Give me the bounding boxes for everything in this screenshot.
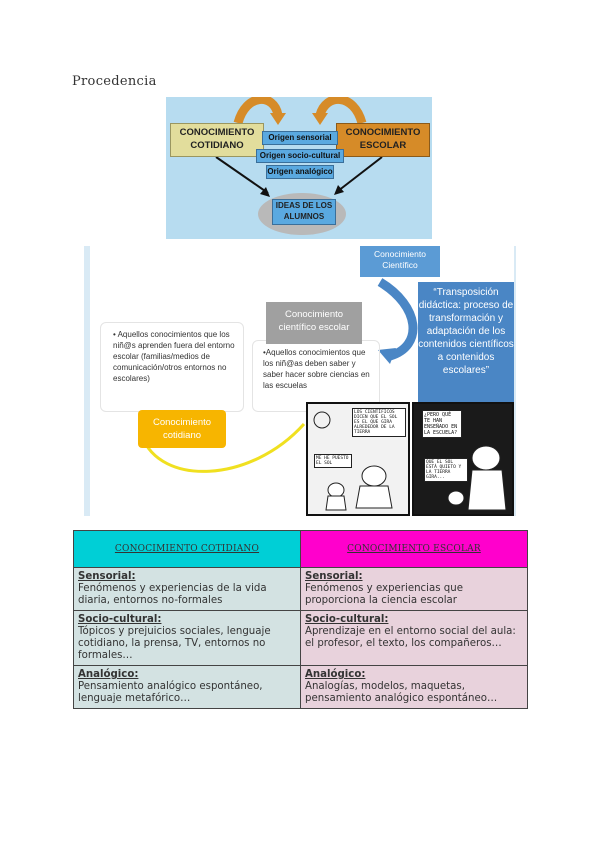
ideas-alumnos-box: IDEAS DE LOS ALUMNOS bbox=[272, 199, 336, 225]
arrow-tip-left bbox=[260, 187, 270, 197]
table-row: Sensorial: Fenómenos y experiencias de l… bbox=[73, 567, 528, 611]
cell-escolar-sensorial: Sensorial: Fenómenos y experiencias que … bbox=[300, 567, 528, 611]
knowledge-diagram: Conocimiento Científico “Transposición d… bbox=[84, 246, 516, 516]
diagram2-curves bbox=[140, 278, 418, 473]
transposicion-box: “Transposición didáctica: proceso de tra… bbox=[418, 282, 514, 422]
origin-diagram: CONOCIMIENTO COTIDIANO CONOCIMIENTO ESCO… bbox=[166, 97, 432, 239]
child-head-icon bbox=[327, 482, 345, 498]
cartoon-b-speech-1: ¿PERO QUÉ TE HAN ENSEÑADO EN LA ESCUELA? bbox=[422, 410, 462, 438]
cartoon-b-speech-2: QUE EL SOL ESTÁ QUIETO Y LA TIERRA GIRA.… bbox=[424, 458, 468, 482]
category-label: Socio-cultural: bbox=[78, 614, 162, 625]
cartoon-b-drawing bbox=[447, 445, 507, 511]
curved-arrow-right bbox=[315, 97, 367, 125]
origen-analogico-label: Origen analógico bbox=[266, 165, 334, 179]
header-cotidiano: CONOCIMIENTO COTIDIANO bbox=[73, 530, 301, 568]
category-label: Socio-cultural: bbox=[305, 614, 389, 625]
table-row: Analógico: Pensamiento analógico espontá… bbox=[73, 665, 528, 709]
diagram-arrows bbox=[215, 97, 383, 197]
category-label: Sensorial: bbox=[78, 571, 136, 582]
cell-escolar-sociocultural: Socio-cultural: Aprendizaje en el entorn… bbox=[300, 610, 528, 666]
adult-body-icon bbox=[467, 469, 507, 511]
category-label: Sensorial: bbox=[305, 571, 363, 582]
conocimiento-cientifico-box: Conocimiento Científico bbox=[360, 246, 440, 277]
arrow-head-right bbox=[312, 113, 328, 125]
cotidiano-description: • Aquellos conocimientos que los niñ@s a… bbox=[100, 322, 244, 412]
cartoon-a-speech-1: LOS CIENTÍFICOS DICEN QUE EL SOL ES EL Q… bbox=[352, 408, 406, 437]
conocimiento-cientifico-escolar-box: Conocimiento científico escolar bbox=[266, 302, 362, 344]
cell-text: Tópicos y prejuicios sociales, lenguaje … bbox=[78, 626, 271, 661]
conocimiento-cotidiano-box: CONOCIMIENTO COTIDIANO bbox=[170, 123, 264, 157]
cell-cotidiano-sociocultural: Socio-cultural: Tópicos y prejuicios soc… bbox=[73, 610, 301, 666]
character-head-icon bbox=[361, 465, 387, 487]
page-heading: Procedencia bbox=[72, 74, 157, 89]
knowledge-diagram-canvas: Conocimiento Científico “Transposición d… bbox=[90, 246, 514, 516]
curved-arrow-left bbox=[233, 97, 283, 125]
cell-escolar-analogico: Analógico: Analogías, modelos, maquetas,… bbox=[300, 665, 528, 709]
transposition-arrow-head bbox=[378, 348, 396, 364]
cell-text: Pensamiento analógico espontáneo, lengua… bbox=[78, 681, 263, 704]
comparison-table: CONOCIMIENTO COTIDIANO CONOCIMIENTO ESCO… bbox=[73, 530, 528, 709]
table-row: Socio-cultural: Tópicos y prejuicios soc… bbox=[73, 610, 528, 666]
transposition-arrow bbox=[377, 278, 418, 361]
conocimiento-cotidiano-box: Conocimiento cotidiano bbox=[138, 410, 226, 448]
arrow-head-left bbox=[270, 113, 286, 125]
table-header-row: CONOCIMIENTO COTIDIANO CONOCIMIENTO ESCO… bbox=[73, 530, 528, 568]
arrow-line-left bbox=[215, 156, 269, 194]
sun-icon bbox=[313, 411, 331, 429]
conocimiento-escolar-box: CONOCIMIENTO ESCOLAR bbox=[336, 123, 430, 157]
child-body-icon bbox=[325, 495, 347, 511]
character-body-icon bbox=[355, 485, 393, 509]
origen-sensorial-label: Origen sensorial bbox=[262, 131, 338, 145]
cell-text: Fenómenos y experiencias que proporciona… bbox=[305, 583, 463, 606]
origen-sociocultural-label: Origen socio-cultural bbox=[256, 149, 344, 163]
cell-text: Analogías, modelos, maquetas, pensamient… bbox=[305, 681, 498, 704]
cartoon-a-drawing bbox=[313, 411, 393, 511]
category-label: Analógico: bbox=[78, 669, 139, 680]
cell-cotidiano-analogico: Analógico: Pensamiento analógico espontá… bbox=[73, 665, 301, 709]
category-label: Analógico: bbox=[305, 669, 366, 680]
cell-text: Aprendizaje en el entorno social del aul… bbox=[305, 626, 516, 649]
cell-text: Fenómenos y experiencias de la vida diar… bbox=[78, 583, 267, 606]
cartoon-panel-b: ¿PERO QUÉ TE HAN ENSEÑADO EN LA ESCUELA?… bbox=[412, 402, 514, 516]
header-escolar: CONOCIMIENTO ESCOLAR bbox=[300, 530, 528, 568]
kid-head-icon bbox=[447, 490, 465, 506]
cotidiano-curve bbox=[140, 422, 306, 473]
cartoon-panel-a: LOS CIENTÍFICOS DICEN QUE EL SOL ES EL Q… bbox=[306, 402, 410, 516]
arrow-tip-right bbox=[334, 185, 344, 195]
cartoon-a-speech-2: ME HE PUESTO EL SOL bbox=[314, 454, 352, 468]
cell-cotidiano-sensorial: Sensorial: Fenómenos y experiencias de l… bbox=[73, 567, 301, 611]
adult-head-icon bbox=[471, 445, 501, 471]
arrow-line-right bbox=[337, 156, 383, 192]
